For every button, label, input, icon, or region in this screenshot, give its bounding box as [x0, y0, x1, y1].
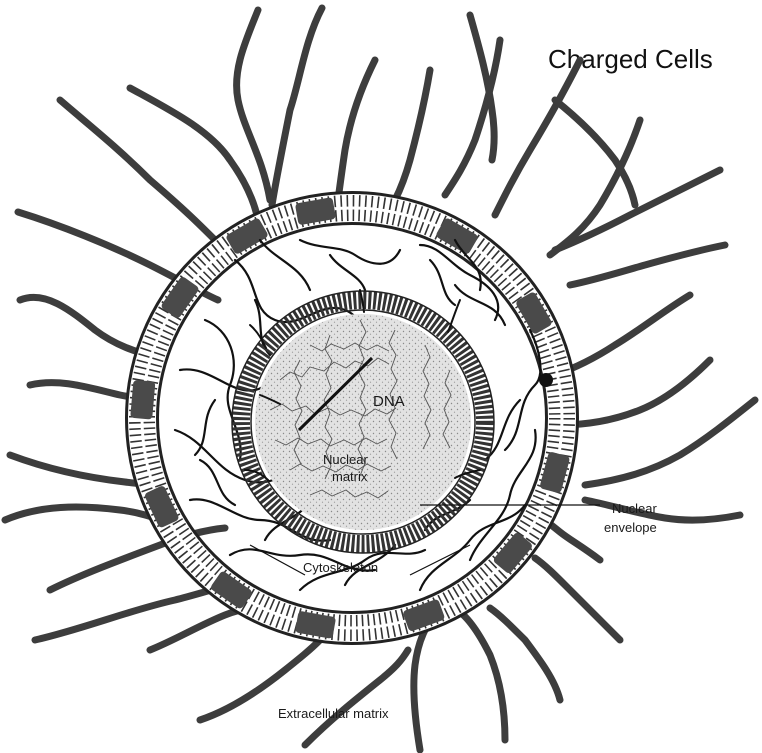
- label-cytoskeleton: Cytoskeleton: [303, 560, 378, 575]
- receptor-marker: [539, 373, 553, 387]
- membrane-protein: [130, 380, 155, 420]
- label-extracellular-matrix: Extracellular matrix: [278, 706, 389, 721]
- label-dna: DNA: [373, 393, 405, 410]
- label-nuclear-matrix-line2: matrix: [332, 469, 368, 484]
- label-nuclear-envelope-line1: Nuclear: [612, 501, 657, 516]
- label-nuclear-matrix-line1: Nuclear: [323, 452, 368, 467]
- nucleus: [255, 314, 471, 530]
- label-nuclear-envelope-line2: envelope: [604, 520, 657, 535]
